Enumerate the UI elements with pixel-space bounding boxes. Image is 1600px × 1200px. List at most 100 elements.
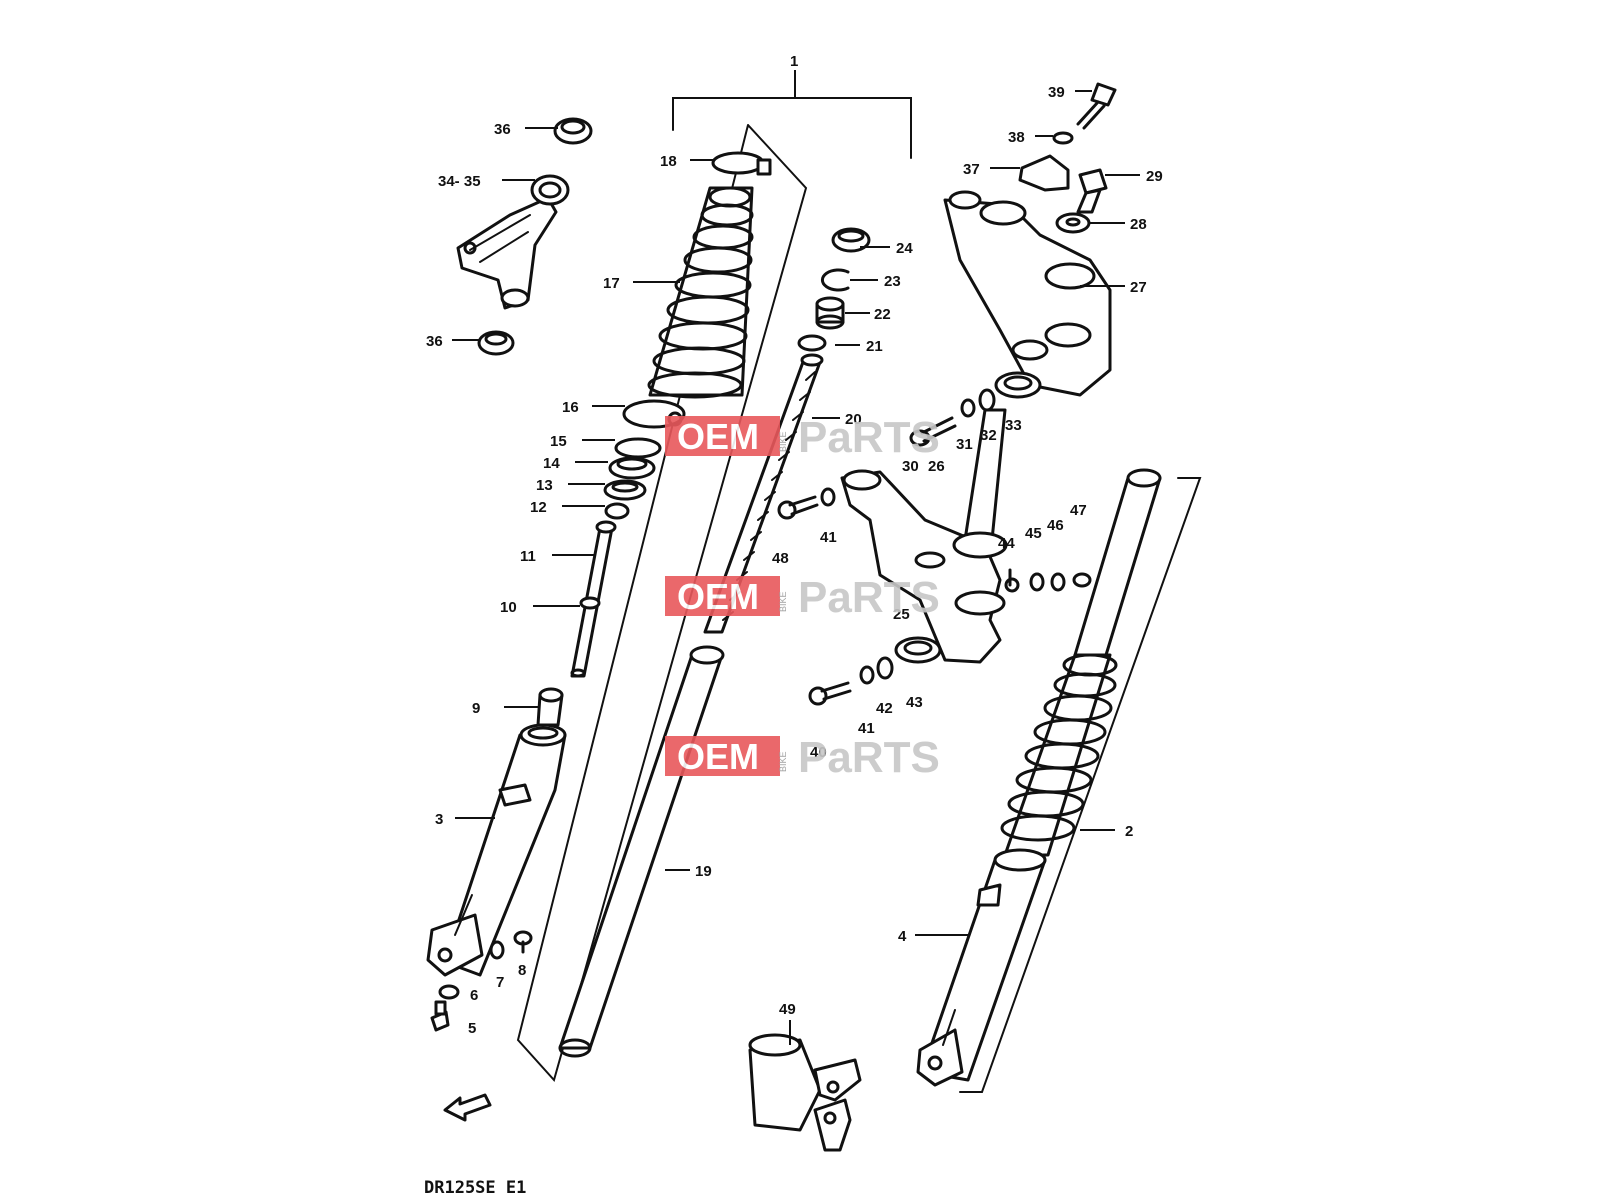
assembly-bracket-1 xyxy=(672,70,912,159)
outer-tube-3 xyxy=(426,723,567,977)
label-1: 1 xyxy=(790,53,798,70)
handlebar-clamp-37 xyxy=(1018,154,1070,192)
label-41-upper: 41 xyxy=(820,529,837,546)
label-36-bottom: 36 xyxy=(426,333,443,350)
headlight-bracket-34-35 xyxy=(456,174,570,310)
label-12: 12 xyxy=(530,499,547,516)
washer-46 xyxy=(1050,572,1066,592)
leader-lines xyxy=(452,90,1140,1045)
label-30: 30 xyxy=(902,458,919,475)
washer-6 xyxy=(438,984,460,1000)
fork-boot-17 xyxy=(647,186,754,399)
holder-49 xyxy=(748,1033,862,1152)
washer-32 xyxy=(978,388,996,412)
taper-spindle-9 xyxy=(536,687,564,727)
label-20: 20 xyxy=(845,411,862,428)
label-37: 37 xyxy=(963,161,980,178)
watermark-oem: OEM xyxy=(677,576,759,617)
label-26: 26 xyxy=(928,458,945,475)
label-34-35: 34- 35 xyxy=(438,173,481,190)
label-6: 6 xyxy=(470,987,478,1004)
lower-bracket-25-26 xyxy=(840,408,1008,664)
label-24: 24 xyxy=(896,240,913,257)
label-2: 2 xyxy=(1125,823,1133,840)
label-17: 17 xyxy=(603,275,620,292)
screw-8 xyxy=(513,930,533,954)
label-44: 44 xyxy=(998,535,1015,552)
washer-7 xyxy=(489,940,505,960)
right-fork-assembly-2 xyxy=(1000,468,1162,857)
damper-rod-11-10 xyxy=(570,520,617,678)
label-46: 46 xyxy=(1047,517,1064,534)
label-23: 23 xyxy=(884,273,901,290)
label-5: 5 xyxy=(468,1020,476,1037)
clamp-18 xyxy=(711,151,772,176)
label-18: 18 xyxy=(660,153,677,170)
label-3: 3 xyxy=(435,811,443,828)
upper-bracket-27 xyxy=(943,190,1112,397)
label-21: 21 xyxy=(866,338,883,355)
label-42: 42 xyxy=(876,700,893,717)
label-11: 11 xyxy=(520,548,536,565)
label-9: 9 xyxy=(472,700,480,717)
bearing-43 xyxy=(894,636,942,664)
washer-41-upper xyxy=(820,487,836,507)
bushing-36-top xyxy=(553,117,593,145)
right-fork-bracket xyxy=(959,477,1202,1093)
label-19: 19 xyxy=(695,863,712,880)
watermark-parts: PaRTS xyxy=(798,733,940,782)
washer-45 xyxy=(1029,572,1045,592)
label-25: 25 xyxy=(893,606,910,623)
label-45: 45 xyxy=(1025,525,1042,542)
bolt-29 xyxy=(1076,168,1108,214)
watermark-row-3: OEM BIKE PaRTS xyxy=(665,733,940,782)
seal-15 xyxy=(614,437,662,459)
watermark-oem: OEM xyxy=(677,416,759,457)
circlip-23 xyxy=(820,268,850,292)
bushing-36-bottom xyxy=(477,330,515,356)
outer-tube-4 xyxy=(916,848,1047,1087)
label-29: 29 xyxy=(1146,168,1163,185)
inner-tube-19 xyxy=(558,645,725,1058)
bolt-39 xyxy=(1076,82,1117,130)
watermark-parts: PaRTS xyxy=(798,413,940,462)
bolt-30 xyxy=(909,416,957,447)
cap-24 xyxy=(831,227,871,253)
bolt-5 xyxy=(430,1000,450,1032)
part-labels: 1 2 3 4 5 6 7 8 9 10 11 12 13 14 15 16 1… xyxy=(426,53,1163,1037)
label-40: 40 xyxy=(810,744,827,761)
label-49: 49 xyxy=(779,1001,796,1018)
ring-12 xyxy=(604,502,630,520)
label-27: 27 xyxy=(1130,279,1147,296)
label-4: 4 xyxy=(898,928,907,945)
spacer-22 xyxy=(815,296,845,330)
washer-31 xyxy=(960,398,976,418)
label-13: 13 xyxy=(536,477,553,494)
label-10: 10 xyxy=(500,599,517,616)
seal-14 xyxy=(608,456,656,480)
model-code: DR125SE E1 xyxy=(424,1178,526,1198)
watermark-bike: BIKE xyxy=(778,431,788,452)
watermark-bike: BIKE xyxy=(778,751,788,772)
bolt-40 xyxy=(808,681,852,706)
tube-assembly-outline xyxy=(516,124,808,1083)
label-38: 38 xyxy=(1008,129,1025,146)
label-14: 14 xyxy=(543,455,560,472)
label-8: 8 xyxy=(518,962,526,979)
washer-38 xyxy=(1052,131,1074,145)
label-7: 7 xyxy=(496,974,504,991)
label-16: 16 xyxy=(562,399,579,416)
nut-47 xyxy=(1072,572,1092,588)
label-15: 15 xyxy=(550,433,567,450)
label-33: 33 xyxy=(1005,417,1022,434)
screw-44 xyxy=(1004,568,1020,593)
label-43: 43 xyxy=(906,694,923,711)
watermark-oem: OEM xyxy=(677,736,759,777)
label-31: 31 xyxy=(956,436,973,453)
watermark-parts: PaRTS xyxy=(798,573,940,622)
o-ring-21 xyxy=(797,334,827,352)
label-28: 28 xyxy=(1130,216,1147,233)
label-47: 47 xyxy=(1070,502,1087,519)
washer-13 xyxy=(603,479,647,501)
